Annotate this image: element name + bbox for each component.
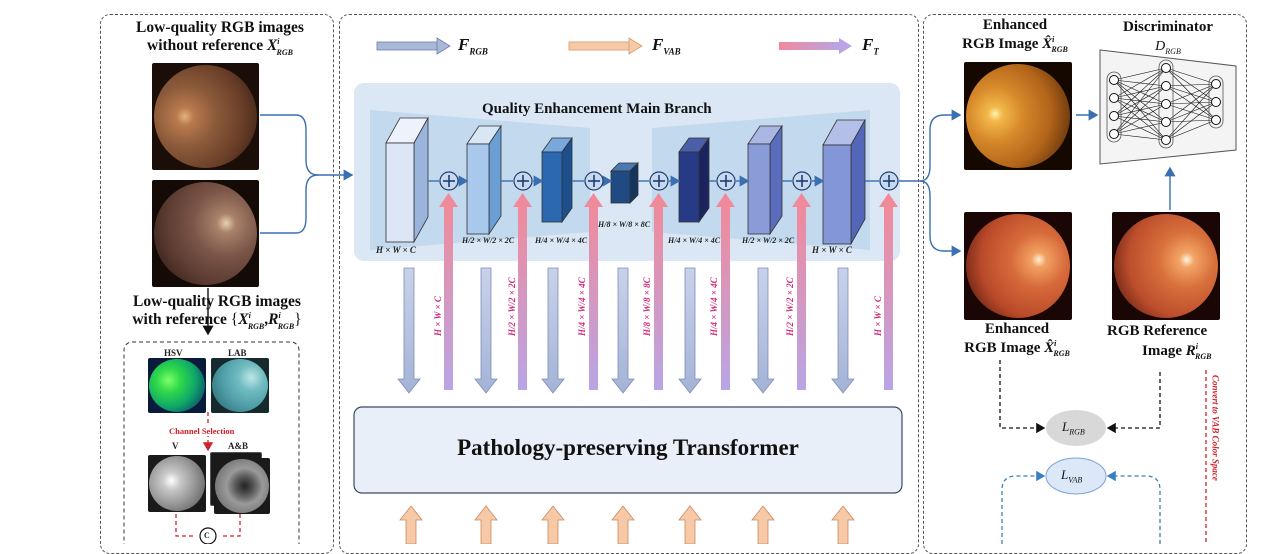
lab-label: LAB xyxy=(228,348,247,358)
lvab-left-arrow xyxy=(1001,470,1046,544)
ft-dim-7: H × W × C xyxy=(873,296,883,336)
decoder-block-2 xyxy=(747,124,783,236)
left-title-line1: Low-quality RGB images xyxy=(136,19,304,36)
concat-node xyxy=(199,527,217,544)
left-ref-title-line2-wrap: with reference {XiRGB,RiRGB} xyxy=(132,311,302,331)
lvab-right-arrow xyxy=(1106,470,1161,544)
enhanced-title-2-line2-wrap: RGB Image X̂iRGB xyxy=(964,338,1070,358)
enhanced-title-1-line2: RGB Image xyxy=(962,35,1039,52)
dim-label-6: H/2 × W/2 × 2C xyxy=(742,236,795,245)
left-title: Low-quality RGB images without reference… xyxy=(106,19,334,57)
enhanced-image-1 xyxy=(964,62,1072,170)
enhanced-title-2-line1: Enhanced xyxy=(984,321,1050,337)
lrgb-left-arrow xyxy=(999,360,1046,434)
legend-rgb-arrow xyxy=(376,37,451,55)
lowq-image-1 xyxy=(152,63,259,170)
enhanced-image-2 xyxy=(964,212,1072,320)
fvab-arrows xyxy=(399,505,855,544)
decoder-block-3 xyxy=(822,118,866,246)
input-connectors xyxy=(260,114,354,234)
reference-title-line1: RGB Reference xyxy=(1107,323,1208,339)
left-title-line2-wrap: without reference XiRGB xyxy=(147,37,293,57)
dim-label-1: H × W × C xyxy=(376,245,416,255)
hsv-image xyxy=(148,358,206,413)
sum-plus-signs xyxy=(443,175,895,187)
colorspace-box xyxy=(123,341,300,544)
dim-label-2: H/2 × W/2 × 2C xyxy=(462,236,515,245)
bottleneck-block xyxy=(610,162,639,204)
left-title-line2: without reference xyxy=(147,37,264,55)
legend-rgb-text: FRGB xyxy=(458,35,488,57)
ft-dim-4: H/8 × W/8 × 8C xyxy=(642,277,652,336)
v-channel-image xyxy=(148,455,206,512)
lrgb-right-arrow xyxy=(1106,372,1161,434)
lab-image xyxy=(211,358,269,413)
transformer-box xyxy=(353,406,903,494)
ab-label: A&B xyxy=(228,441,248,451)
v-label: V xyxy=(172,441,179,451)
ft-arrows xyxy=(439,193,898,390)
concat-arrows xyxy=(175,514,241,537)
reference-image xyxy=(1112,212,1220,320)
enhanced-title-1-line1: Enhanced xyxy=(982,17,1048,33)
ab-channel-image xyxy=(214,458,270,514)
frgb-arrows xyxy=(397,267,855,394)
lrgb-label: LRGB xyxy=(1062,419,1085,437)
ft-dim-3: H/4 × W/4 × 4C xyxy=(577,277,587,336)
dim-label-5: H/4 × W/4 × 4C xyxy=(668,236,721,245)
ft-dim-2: H/2 × W/2 × 2C xyxy=(507,277,517,336)
enhanced-title-1-line2-wrap: RGB Image X̂iRGB xyxy=(962,34,1068,54)
ft-dim-6: H/2 × W/2 × 2C xyxy=(785,277,795,336)
enhanced-title-2-line2: RGB Image xyxy=(964,339,1041,356)
lvab-node xyxy=(1045,457,1107,495)
concat-label: C xyxy=(204,531,210,540)
decoder-block-1 xyxy=(678,136,710,224)
lrgb-node xyxy=(1046,410,1106,446)
encoder-block-2 xyxy=(466,124,502,236)
discriminator-network xyxy=(1099,49,1237,165)
transformer-label: Pathology-preserving Transformer xyxy=(457,435,799,460)
branch-title: Quality Enhancement Main Branch xyxy=(482,101,712,117)
encoder-block-1 xyxy=(385,116,429,244)
encoder-block-3 xyxy=(541,136,573,224)
discriminator-title: Discriminator DRGB xyxy=(1110,19,1226,56)
output-connectors xyxy=(899,109,1176,257)
dim-label-4: H/8 × W/8 × 8C xyxy=(598,220,651,229)
legend-vab-text: FVAB xyxy=(652,35,681,57)
lowq-image-2 xyxy=(152,180,259,287)
legend-t-text: FT xyxy=(862,35,879,57)
discriminator-symbol: DRGB xyxy=(1155,38,1181,56)
channel-selection-label: Channel Selection xyxy=(168,426,236,436)
legend-t-arrow xyxy=(779,38,852,54)
left-ref-title: Low-quality RGB images with reference {X… xyxy=(106,293,328,331)
left-ref-title-line1: Low-quality RGB images xyxy=(133,293,301,310)
convert-label: Convert to VAB Color Space xyxy=(1210,375,1221,481)
lvab-label: LVAB xyxy=(1061,467,1083,485)
dim-label-7: H × W × C xyxy=(812,245,852,255)
enhanced-title-1: Enhanced RGB Image X̂iRGB xyxy=(950,17,1080,54)
reference-title-line2: Image RiRGB xyxy=(1142,342,1212,361)
hsv-label: HSV xyxy=(164,348,183,358)
enhanced-title-2: Enhanced RGB Image X̂iRGB xyxy=(944,321,1090,358)
dim-label-3: H/4 × W/4 × 4C xyxy=(535,236,588,245)
left-ref-title-line2: with reference xyxy=(132,311,227,329)
discriminator-title-text: Discriminator xyxy=(1123,19,1213,35)
ft-dim-1: H × W × C xyxy=(433,296,443,336)
ft-dim-5: H/4 × W/4 × 4C xyxy=(709,277,719,336)
legend-vab-arrow xyxy=(568,37,643,55)
